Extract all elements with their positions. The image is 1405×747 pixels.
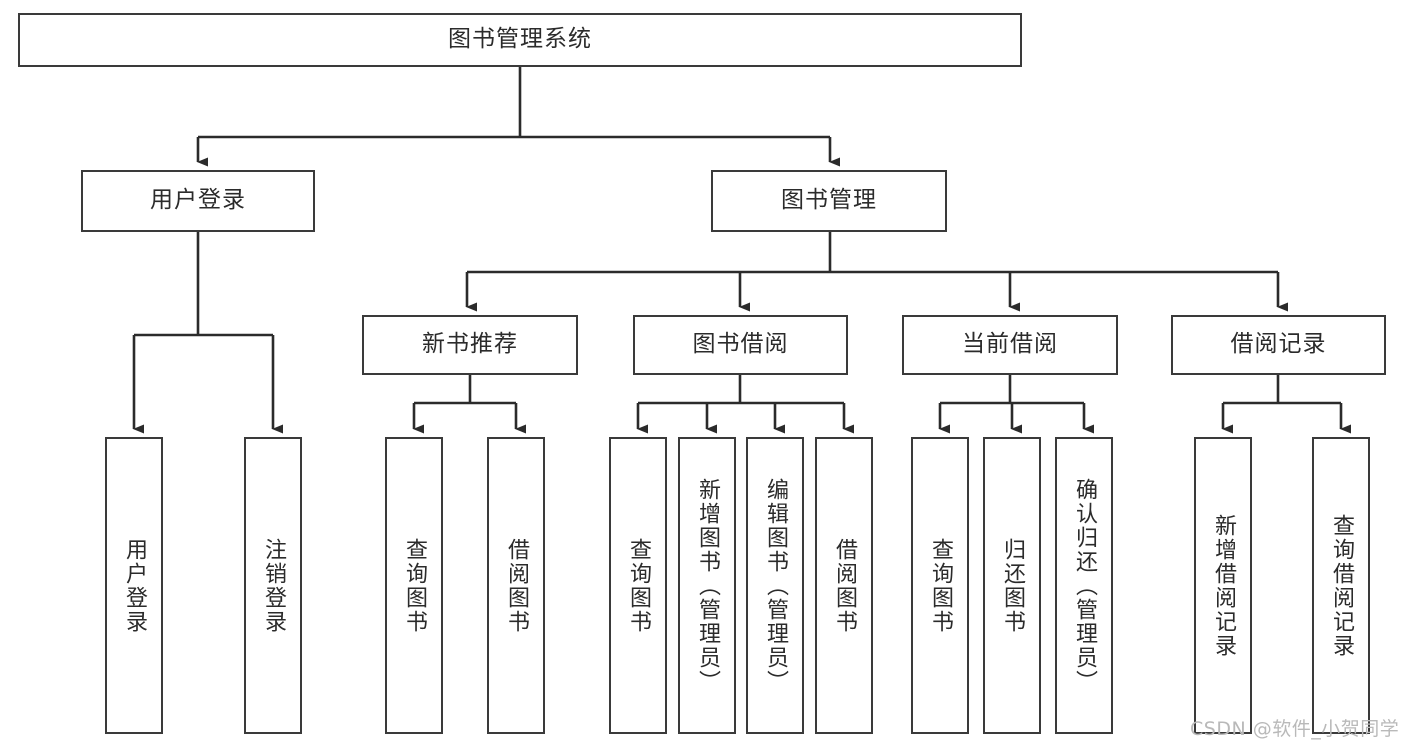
node-leaf-query-book-recommend[interactable]: 查询图书 — [385, 437, 443, 734]
node-label: 查询借阅记录 — [1328, 513, 1354, 658]
node-leaf-query-book-current[interactable]: 查询图书 — [911, 437, 969, 734]
node-leaf-query-borrow-record[interactable]: 查询借阅记录 — [1312, 437, 1370, 734]
node-label: 查询图书 — [401, 537, 427, 634]
node-label: 借阅图书 — [831, 537, 857, 634]
node-label: 用户登录 — [121, 537, 147, 634]
node-leaf-query-book-borrow[interactable]: 查询图书 — [609, 437, 667, 734]
node-label: 图书借阅 — [692, 331, 789, 358]
node-leaf-confirm-return-admin[interactable]: 确认归还（管理员） — [1055, 437, 1113, 734]
watermark: CSDN @软件_小贺同学 — [1190, 718, 1400, 740]
node-label: 新增借阅记录 — [1210, 513, 1236, 658]
node-label: 借阅图书 — [503, 537, 529, 634]
node-leaf-add-borrow-record[interactable]: 新增借阅记录 — [1194, 437, 1252, 734]
node-leaf-user-login[interactable]: 用户登录 — [105, 437, 163, 734]
node-leaf-logout[interactable]: 注销登录 — [244, 437, 302, 734]
node-user-login[interactable]: 用户登录 — [81, 170, 315, 232]
node-label: 注销登录 — [260, 537, 286, 634]
node-label: 新书推荐 — [422, 331, 518, 358]
node-label: 借阅记录 — [1230, 331, 1327, 358]
node-leaf-borrow-book-recommend[interactable]: 借阅图书 — [487, 437, 545, 734]
node-current-borrow[interactable]: 当前借阅 — [902, 315, 1118, 375]
node-label: 确认归还（管理员） — [1071, 477, 1097, 694]
node-leaf-add-book-admin[interactable]: 新增图书（管理员） — [678, 437, 736, 734]
node-new-book-recommend[interactable]: 新书推荐 — [362, 315, 578, 375]
node-label: 归还图书 — [999, 537, 1025, 634]
node-leaf-edit-book-admin[interactable]: 编辑图书（管理员） — [746, 437, 804, 734]
node-label: 查询图书 — [625, 537, 651, 634]
node-label: 图书管理 — [781, 187, 877, 214]
node-leaf-borrow-book[interactable]: 借阅图书 — [815, 437, 873, 734]
node-borrow-record[interactable]: 借阅记录 — [1171, 315, 1386, 375]
node-label: 新增图书（管理员） — [694, 477, 720, 694]
node-book-borrow[interactable]: 图书借阅 — [633, 315, 848, 375]
node-label: 当前借阅 — [962, 331, 1058, 358]
node-label: 图书管理系统 — [448, 26, 592, 53]
node-label: 查询图书 — [927, 537, 953, 634]
node-label: 编辑图书（管理员） — [762, 477, 788, 694]
node-leaf-return-book[interactable]: 归还图书 — [983, 437, 1041, 734]
node-book-management[interactable]: 图书管理 — [711, 170, 947, 232]
node-root[interactable]: 图书管理系统 — [18, 13, 1022, 67]
node-label: 用户登录 — [150, 187, 246, 214]
